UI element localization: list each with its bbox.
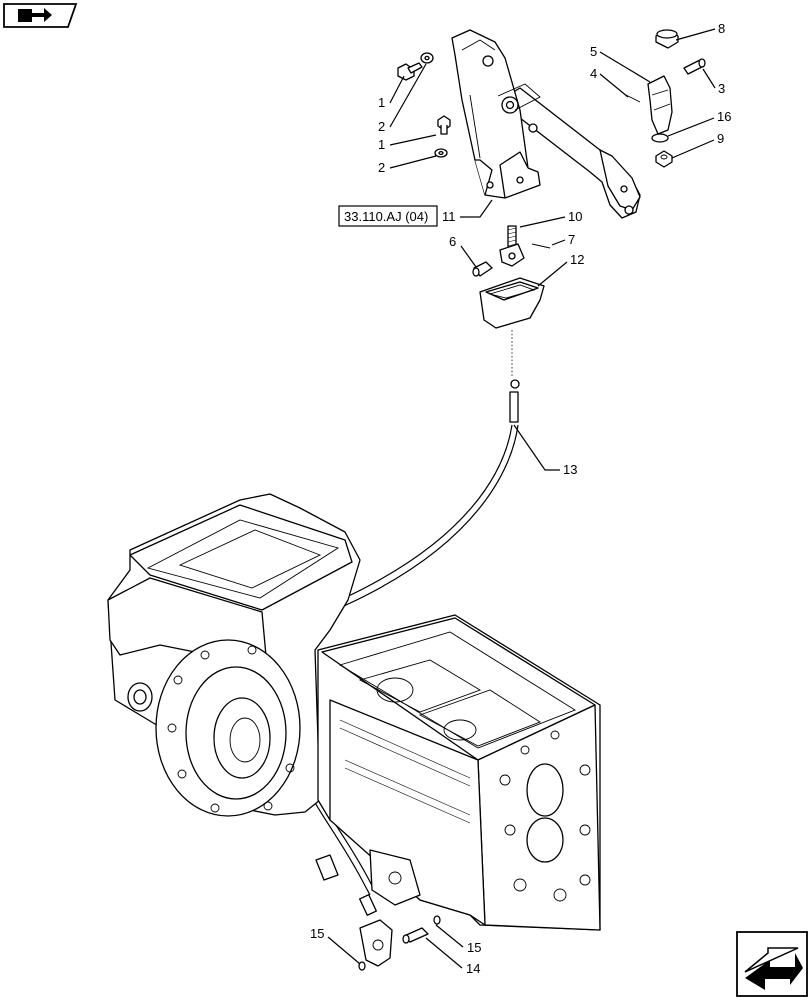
- callout-10: 10: [568, 209, 582, 224]
- callout-13: 13: [563, 462, 577, 477]
- pin-part: [625, 94, 641, 103]
- transmission-housing: [107, 493, 601, 931]
- callout-numbers: 1 2 1 2 11 8 5 4 3 16 9 10 7 6 12 13 15 …: [310, 21, 731, 976]
- reference-link[interactable]: 33.110.AJ (04): [338, 205, 438, 227]
- washer-part: [434, 148, 448, 158]
- callout-4: 4: [590, 66, 597, 81]
- ring-part: [358, 961, 366, 971]
- pin-part: [402, 927, 429, 944]
- nut-part: [655, 150, 673, 168]
- lower-bracket-part: [359, 919, 393, 967]
- callout-6: 6: [449, 234, 456, 249]
- pin-part: [683, 58, 706, 75]
- knob-part: [655, 29, 679, 49]
- callout-7: 7: [568, 232, 575, 247]
- callout-2: 2: [378, 160, 385, 175]
- leader-lines: [327, 28, 716, 969]
- bolt-part: [437, 115, 451, 135]
- ring-part: [433, 915, 441, 925]
- callout-1: 1: [378, 95, 385, 110]
- cotter-pin-part: [531, 243, 551, 249]
- callout-1: 1: [378, 137, 385, 152]
- callout-9: 9: [717, 131, 724, 146]
- callout-15: 15: [467, 940, 481, 955]
- ring-part: [651, 133, 669, 143]
- callout-3: 3: [718, 81, 725, 96]
- callout-11: 11: [442, 209, 456, 224]
- callout-2: 2: [378, 119, 385, 134]
- boot-part: [479, 277, 545, 329]
- callout-15: 15: [310, 926, 324, 941]
- book-arrow-icon[interactable]: [3, 3, 78, 28]
- bracket-assembly: [451, 29, 641, 219]
- pin-part: [472, 261, 493, 277]
- callout-8: 8: [718, 21, 725, 36]
- callout-5: 5: [590, 44, 597, 59]
- callout-14: 14: [466, 961, 480, 976]
- bolt-part: [397, 62, 423, 81]
- reference-label: 33.110.AJ (04): [344, 209, 428, 224]
- next-page-arrow-icon[interactable]: [736, 931, 808, 997]
- washer-part: [420, 52, 434, 64]
- callout-12: 12: [570, 252, 584, 267]
- clevis-part: [499, 243, 525, 267]
- clip-part: [647, 75, 673, 135]
- callout-16: 16: [717, 109, 731, 124]
